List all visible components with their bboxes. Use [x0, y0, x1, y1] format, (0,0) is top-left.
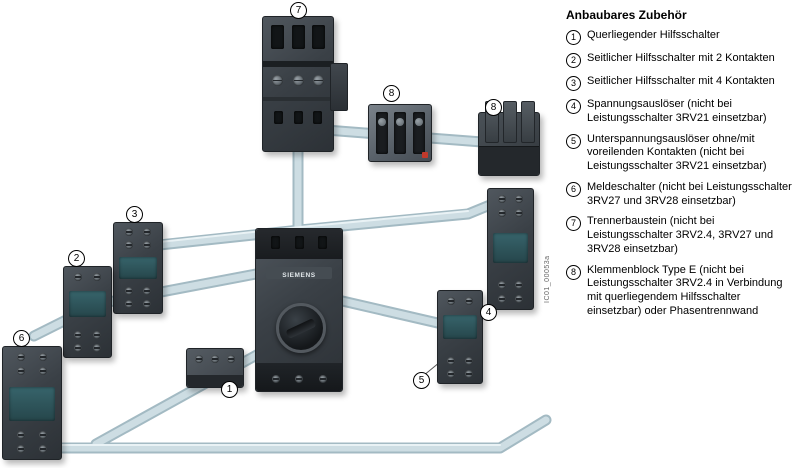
- legend-item-text: Meldeschalter (nicht bei Leistungsschalt…: [587, 180, 792, 207]
- legend-item-8: 8 Klemmenblock Type E (nicht bei Leistun…: [566, 264, 796, 319]
- callout-3: 3: [126, 206, 143, 223]
- legend-item-2: 2 Seitlicher Hilfsschalter mit 2 Kontakt…: [566, 52, 796, 68]
- screw-row: [64, 331, 111, 339]
- legend-item-5: 5 Unterspannungsauslöser ohne/mit voreil…: [566, 133, 796, 174]
- side-aux-switch-4-contacts: [113, 222, 163, 314]
- screw-row: [488, 295, 533, 303]
- screw-row: [438, 297, 482, 305]
- rotary-knob: [276, 303, 326, 353]
- screw-row: [64, 344, 111, 352]
- screw-row: [488, 195, 533, 203]
- screw-row: [3, 353, 61, 361]
- legend-item-text: Klemmenblock Type E (nicht bei Leistungs…: [587, 263, 783, 317]
- terminal-slots: [263, 25, 333, 49]
- screw-row: [114, 228, 162, 236]
- legend-item-number: 1: [566, 30, 581, 45]
- callout-7: 7: [290, 2, 307, 19]
- legend-item-number: 6: [566, 181, 581, 197]
- legend-item-text: Unterspannungsauslöser ohne/mit voreilen…: [587, 132, 767, 173]
- barrier-finger: [521, 101, 535, 143]
- undervoltage-release: [437, 290, 483, 384]
- phase-barrier: [478, 101, 540, 176]
- legend-item-number: 5: [566, 133, 581, 149]
- callout-5: 5: [413, 372, 430, 389]
- legend-item-number: 8: [566, 264, 581, 280]
- terminal-block-type-e: [368, 104, 432, 162]
- screw-row: [114, 300, 162, 308]
- transverse-aux-switch: [186, 348, 244, 388]
- side-aux-switch-2-contacts: [63, 266, 112, 358]
- legend-item-text: Querliegender Hilfsschalter: [587, 29, 720, 41]
- red-marker: [422, 152, 428, 158]
- divider: [263, 61, 333, 67]
- side-flange: [330, 63, 348, 111]
- legend-item-number: 3: [566, 76, 581, 91]
- screw-row: [3, 367, 61, 375]
- legend-item-text: Trennerbaustein (nicht bei Leistungsscha…: [587, 215, 774, 255]
- callout-6: 6: [13, 330, 30, 347]
- legend-item-text: Seitlicher Hilfsschalter mit 4 Kontakten: [587, 75, 775, 87]
- screw-row: [64, 273, 111, 281]
- barrier-finger: [503, 101, 517, 143]
- disconnector-module: [262, 16, 348, 152]
- screw-row: [438, 370, 482, 378]
- screw-row: [3, 445, 61, 453]
- screw-row: [488, 209, 533, 217]
- circuit-breaker: SIEMENS: [255, 228, 343, 392]
- callout-2: 2: [68, 250, 85, 267]
- terminal-slots: [369, 112, 431, 154]
- callout-4: 4: [480, 304, 497, 321]
- callout-8a: 8: [383, 85, 400, 102]
- legend: Anbaubares Zubehör 1 Querliegender Hilfs…: [566, 8, 796, 326]
- legend-item-7: 7 Trennerbaustein (nicht bei Leistungssc…: [566, 215, 796, 256]
- bottom-terminal-screws: [256, 375, 342, 383]
- top-terminal-slots: [256, 236, 342, 249]
- callout-8b: 8: [485, 99, 502, 116]
- legend-item-6: 6 Meldeschalter (nicht bei Leistungsscha…: [566, 181, 796, 209]
- screw-row: [114, 287, 162, 295]
- screw-row: [3, 431, 61, 439]
- shunt-release: [487, 188, 534, 310]
- barrier-base: [479, 146, 539, 175]
- figure-id: IC01_00053a: [544, 255, 551, 303]
- label-patch: [119, 257, 157, 279]
- legend-title: Anbaubares Zubehör: [566, 8, 687, 22]
- screw-row: [488, 281, 533, 289]
- brand-text: SIEMENS: [282, 272, 316, 279]
- screw-row: [438, 357, 482, 365]
- legend-item-number: 2: [566, 53, 581, 68]
- label-patch: [9, 387, 55, 421]
- legend-item-1: 1 Querliegender Hilfsschalter: [566, 29, 796, 45]
- label-patch: [493, 233, 528, 263]
- callout-1: 1: [221, 381, 238, 398]
- label-patch: [443, 315, 477, 339]
- legend-item-number: 4: [566, 99, 581, 114]
- screw-row: [114, 241, 162, 249]
- lower-slots: [263, 111, 333, 124]
- brand-label: SIEMENS: [266, 267, 332, 279]
- divider: [263, 97, 333, 101]
- legend-item-text: Seitlicher Hilfsschalter mit 2 Kontakten: [587, 52, 775, 64]
- legend-item-4: 4 Spannungsauslöser (nicht bei Leistungs…: [566, 98, 796, 126]
- terminal-screws: [263, 75, 333, 86]
- legend-item-3: 3 Seitlicher Hilfsschalter mit 4 Kontakt…: [566, 75, 796, 91]
- signaling-switch: [2, 346, 62, 460]
- legend-item-text: Spannungsauslöser (nicht bei Leistungssc…: [587, 98, 767, 124]
- legend-item-number: 7: [566, 216, 581, 232]
- label-patch: [69, 291, 106, 317]
- screw-row: [187, 355, 243, 363]
